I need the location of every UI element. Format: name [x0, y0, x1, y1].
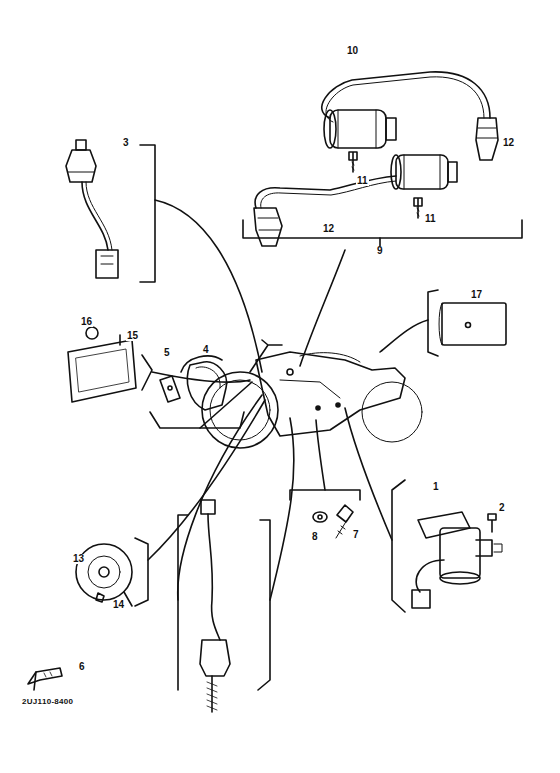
- callout-number: 1: [432, 482, 440, 492]
- callout-number: 11: [356, 176, 369, 186]
- callout-number: 12: [502, 138, 515, 148]
- callout-number: 13: [72, 554, 85, 564]
- callout-number: 8: [311, 532, 319, 542]
- callout-number: 12: [322, 224, 335, 234]
- callout-number: 10: [346, 46, 359, 56]
- callout-number: 2: [498, 503, 506, 513]
- callout-number: 3: [122, 138, 130, 148]
- callout-number: 9: [376, 246, 384, 256]
- drawing-code: 2UJ110-8400: [21, 698, 74, 706]
- callout-number: 11: [424, 214, 437, 224]
- callout-number: 17: [470, 290, 483, 300]
- callout-number: 14: [112, 600, 125, 610]
- callout-number: 16: [80, 317, 93, 327]
- callout-number: 5: [163, 348, 171, 358]
- callout-number: 4: [202, 345, 210, 355]
- callout-number: 15: [126, 331, 139, 341]
- callout-number: 7: [352, 530, 360, 540]
- callout-number: 6: [78, 662, 86, 672]
